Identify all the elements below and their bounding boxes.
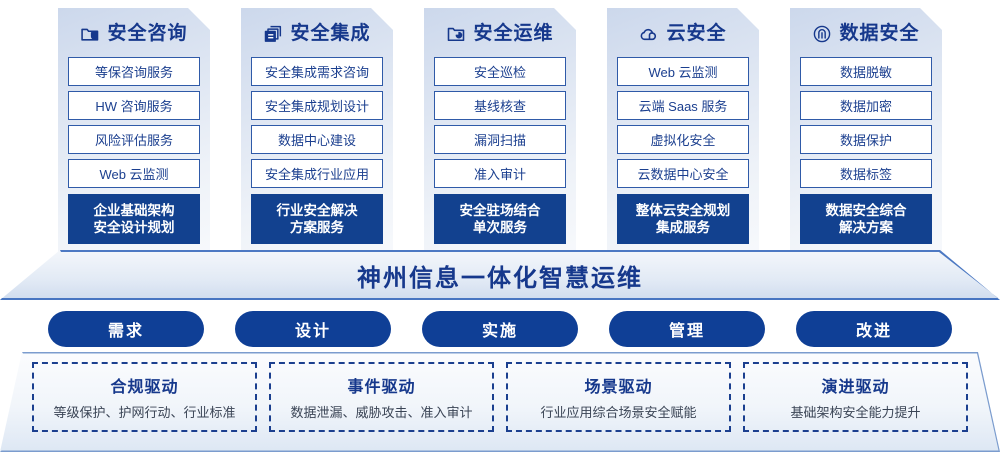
service-item[interactable]: 云数据中心安全 — [617, 159, 749, 188]
folder-chart-icon — [446, 24, 466, 44]
drivers-background — [0, 352, 1000, 452]
column-title: 数据安全 — [839, 23, 920, 45]
stage-pill-implementation[interactable]: 实施 — [422, 311, 578, 347]
column-header: 安全集成 — [251, 18, 383, 51]
stacked-documents-icon — [263, 24, 283, 44]
column-header: 安全运维 — [434, 18, 566, 51]
driver-title: 演进驱动 — [821, 379, 890, 396]
column-summary-line: 企业基础架构 — [93, 203, 175, 219]
column-summary-line: 集成服务 — [656, 220, 710, 236]
service-item[interactable]: HW 咨询服务 — [68, 91, 200, 120]
service-item[interactable]: 准入审计 — [434, 159, 566, 188]
service-item[interactable]: 虚拟化安全 — [617, 125, 749, 154]
column-header: 安全咨询 — [68, 18, 200, 51]
service-item[interactable]: 数据中心建设 — [251, 125, 383, 154]
banner-title: 神州信息一体化智慧运维 — [357, 264, 643, 292]
service-item[interactable]: 等保咨询服务 — [68, 57, 200, 86]
folder-shield-icon — [80, 24, 100, 44]
stage-pill-management[interactable]: 管理 — [609, 311, 765, 347]
column-summary-line: 方案服务 — [290, 220, 344, 236]
column-summary[interactable]: 企业基础架构 安全设计规划 — [68, 194, 200, 244]
service-column-cloud-security[interactable]: 云安全 Web 云监测 云端 Saas 服务 虚拟化安全 云数据中心安全 整体云… — [607, 8, 759, 256]
service-item[interactable]: Web 云监测 — [68, 159, 200, 188]
column-header: 云安全 — [617, 18, 749, 51]
banner-background — [0, 250, 1000, 300]
driver-title: 事件驱动 — [347, 379, 416, 396]
column-title: 安全集成 — [290, 23, 371, 45]
service-columns: 安全咨询 等保咨询服务 HW 咨询服务 风险评估服务 Web 云监测 企业基础架… — [0, 8, 1000, 256]
lifecycle-stages: 需求 设计 实施 管理 改进 — [0, 311, 1000, 347]
service-column-security-operations[interactable]: 安全运维 安全巡检 基线核查 漏洞扫描 准入审计 安全驻场结合 单次服务 — [424, 8, 576, 256]
stage-pill-improvement[interactable]: 改进 — [796, 311, 952, 347]
driver-description: 基础架构安全能力提升 — [790, 405, 921, 420]
driver-description: 数据泄漏、威胁攻击、准入审计 — [290, 405, 473, 420]
service-item[interactable]: 风险评估服务 — [68, 125, 200, 154]
fingerprint-icon — [812, 24, 832, 44]
service-item[interactable]: 安全集成需求咨询 — [251, 57, 383, 86]
column-title: 安全咨询 — [107, 23, 188, 45]
column-summary-line: 数据安全综合 — [825, 203, 907, 219]
column-title: 安全运维 — [473, 23, 554, 45]
driver-card-scenario[interactable]: 场景驱动 行业应用综合场景安全赋能 — [506, 362, 731, 432]
drivers-section: 合规驱动 等级保护、护网行动、行业标准 事件驱动 数据泄漏、威胁攻击、准入审计 … — [0, 352, 1000, 452]
platform-banner: 神州信息一体化智慧运维 — [0, 250, 1000, 300]
column-summary-line: 安全驻场结合 — [459, 203, 541, 219]
service-item[interactable]: 数据标签 — [800, 159, 932, 188]
column-summary-line: 解决方案 — [839, 220, 893, 236]
driver-description: 行业应用综合场景安全赋能 — [540, 405, 697, 420]
service-item[interactable]: 数据保护 — [800, 125, 932, 154]
service-item[interactable]: 安全集成规划设计 — [251, 91, 383, 120]
service-item[interactable]: 数据脱敏 — [800, 57, 932, 86]
service-column-security-integration[interactable]: 安全集成 安全集成需求咨询 安全集成规划设计 数据中心建设 安全集成行业应用 行… — [241, 8, 393, 256]
drivers-list: 合规驱动 等级保护、护网行动、行业标准 事件驱动 数据泄漏、威胁攻击、准入审计 … — [0, 352, 1000, 452]
driver-card-evolution[interactable]: 演进驱动 基础架构安全能力提升 — [743, 362, 968, 432]
service-item[interactable]: 安全巡检 — [434, 57, 566, 86]
service-item[interactable]: 数据加密 — [800, 91, 932, 120]
column-title: 云安全 — [666, 23, 727, 45]
service-column-data-security[interactable]: 数据安全 数据脱敏 数据加密 数据保护 数据标签 数据安全综合 解决方案 — [790, 8, 942, 256]
stage-pill-requirements[interactable]: 需求 — [48, 311, 204, 347]
driver-card-incident[interactable]: 事件驱动 数据泄漏、威胁攻击、准入审计 — [269, 362, 494, 432]
column-summary[interactable]: 行业安全解决 方案服务 — [251, 194, 383, 244]
driver-card-compliance[interactable]: 合规驱动 等级保护、护网行动、行业标准 — [32, 362, 257, 432]
column-summary[interactable]: 安全驻场结合 单次服务 — [434, 194, 566, 244]
service-item[interactable]: 漏洞扫描 — [434, 125, 566, 154]
column-summary[interactable]: 数据安全综合 解决方案 — [800, 194, 932, 244]
service-item[interactable]: 云端 Saas 服务 — [617, 91, 749, 120]
column-summary-line: 安全设计规划 — [93, 220, 175, 236]
service-item[interactable]: 安全集成行业应用 — [251, 159, 383, 188]
driver-title: 合规驱动 — [110, 379, 179, 396]
column-summary-line: 整体云安全规划 — [635, 203, 731, 219]
column-header: 数据安全 — [800, 18, 932, 51]
driver-description: 等级保护、护网行动、行业标准 — [53, 405, 236, 420]
column-summary-line: 单次服务 — [473, 220, 527, 236]
service-item[interactable]: Web 云监测 — [617, 57, 749, 86]
column-summary[interactable]: 整体云安全规划 集成服务 — [617, 194, 749, 244]
cloud-icon — [639, 24, 659, 44]
service-column-security-consulting[interactable]: 安全咨询 等保咨询服务 HW 咨询服务 风险评估服务 Web 云监测 企业基础架… — [58, 8, 210, 256]
stage-pill-design[interactable]: 设计 — [235, 311, 391, 347]
column-summary-line: 行业安全解决 — [276, 203, 358, 219]
driver-title: 场景驱动 — [584, 379, 653, 396]
service-item[interactable]: 基线核查 — [434, 91, 566, 120]
